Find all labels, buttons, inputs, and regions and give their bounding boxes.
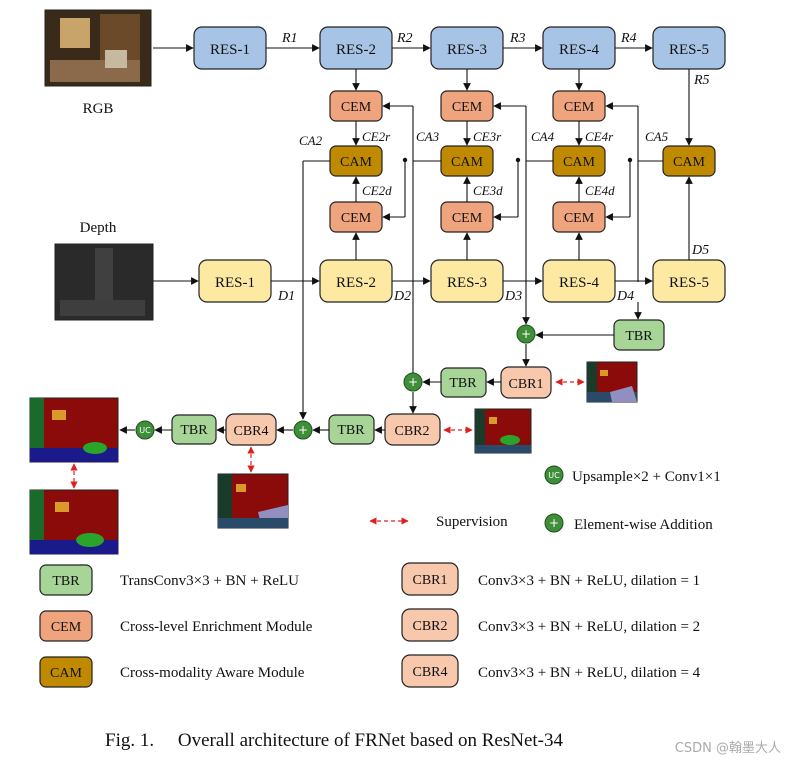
seg-map-output [29,397,119,463]
tbr-4-label: TBR [180,423,208,438]
legend-cbr2-text: Conv3×3 + BN + ReLU, dilation = 2 [478,619,700,635]
cbr1-label: CBR1 [508,377,543,392]
svg-text:UC: UC [139,426,151,435]
cam-5-label: CAM [673,155,705,170]
cbr4-label: CBR4 [233,424,268,439]
cem-d-3-label: CEM [452,211,483,226]
rgb-stream: RES-1 RES-2 RES-3 RES-4 RES-5 [193,26,726,70]
rgb-res-2-label: RES-2 [336,42,376,58]
cbr2-label: CBR2 [394,424,429,439]
rgb-label: RGB [83,101,114,117]
d3-label: D3 [504,289,522,304]
legend-cbr1-text: Conv3×3 + BN + ReLU, dilation = 1 [478,573,700,589]
depth-res-3-label: RES-3 [447,275,487,291]
rgb-image [44,9,152,87]
depth-res-4-label: RES-4 [559,275,600,291]
svg-text:+: + [521,327,531,341]
r2-label: R2 [396,31,413,46]
seg-map-cbr2 [474,408,532,454]
addition-node-1 [516,324,536,344]
legend-cbr4-box [401,654,459,688]
depth-res-5-label: RES-5 [669,275,709,291]
ce2d-label: CE2d [362,183,392,198]
seg-map-cbr4 [217,473,289,529]
ce3r-label: CE3r [473,129,502,144]
depth-res-2-label: RES-2 [336,275,376,291]
r5-label: R5 [693,73,710,88]
d5-label: D5 [691,243,709,258]
legend-upsample-text: Upsample×2 + Conv1×1 [572,469,721,485]
cem-d-4-label: CEM [564,211,595,226]
depth-image [54,243,154,321]
addition-node-2 [403,372,423,392]
legend-cam-box [39,656,93,688]
r4-label: R4 [620,31,637,46]
svg-text:+: + [549,516,559,530]
legend-supervision-text: Supervision [436,514,508,530]
svg-text:UC: UC [548,471,560,480]
d1-label: D1 [277,289,295,304]
ca2-label: CA2 [299,133,323,148]
cam-2-label: CAM [340,155,372,170]
legend-cbr2-box [401,608,459,642]
legend-cbr1-box [401,562,459,596]
seg-map-cbr1 [586,361,638,403]
rgb-res-4-label: RES-4 [559,42,600,58]
watermark: CSDN @翰墨大人 [675,741,781,756]
tbr-1-label: TBR [625,329,653,344]
cam-3-label: CAM [451,155,483,170]
tbr-3-label: TBR [337,423,365,438]
upsample-node [135,420,155,440]
figure-caption: Fig. 1. Overall architecture of FRNet ba… [105,730,563,751]
r1-label: R1 [281,31,298,46]
tbr-2-label: TBR [449,376,477,391]
depth-label: Depth [80,220,117,236]
r3-label: R3 [509,31,526,46]
ce3d-label: CE3d [473,183,503,198]
cem-rgb-3-label: CEM [452,100,483,115]
seg-map-gt [29,489,119,555]
cem-d-2-label: CEM [341,211,372,226]
legend-cam-label: CAM [50,666,82,681]
rgb-res-5-label: RES-5 [669,42,709,58]
depth-stream: RES-1 RES-2 RES-3 RES-4 RES-5 [198,259,726,303]
ca4-label: CA4 [531,129,555,144]
legend-cam-text: Cross-modality Aware Module [120,665,305,681]
legend-cbr2-label: CBR2 [412,619,447,634]
cem-rgb-2-label: CEM [341,100,372,115]
ce2r-label: CE2r [362,129,391,144]
ce4r-label: CE4r [585,129,614,144]
legend-cbr4-label: CBR4 [412,665,447,680]
legend-tbr-box [39,564,93,596]
legend-addition-icon [544,513,564,533]
rgb-res-3-label: RES-3 [447,42,487,58]
cam-4-label: CAM [563,155,595,170]
legend-addition-text: Element-wise Addition [574,517,713,533]
ca5-label: CA5 [645,129,669,144]
legend-cbr1-label: CBR1 [412,573,447,588]
svg-text:+: + [298,423,308,437]
legend-cem-text: Cross-level Enrichment Module [120,619,313,635]
rgb-res-1-label: RES-1 [210,42,250,58]
svg-text:+: + [408,375,418,389]
legend-cem-box [39,610,93,642]
d4-label: D4 [616,289,634,304]
ce4d-label: CE4d [585,183,615,198]
d2-label: D2 [393,289,411,304]
cem-rgb-4-label: CEM [564,100,595,115]
legend-tbr-text: TransConv3×3 + BN + ReLU [120,573,299,589]
legend-cbr4-text: Conv3×3 + BN + ReLU, dilation = 4 [478,665,701,681]
ca3-label: CA3 [416,129,440,144]
depth-res-1-label: RES-1 [215,275,255,291]
legend-tbr-label: TBR [52,574,80,589]
cross-level-links [382,102,639,378]
legend-upsample-icon [544,465,564,485]
legend-cem-label: CEM [51,620,82,635]
addition-node-3 [293,420,313,440]
